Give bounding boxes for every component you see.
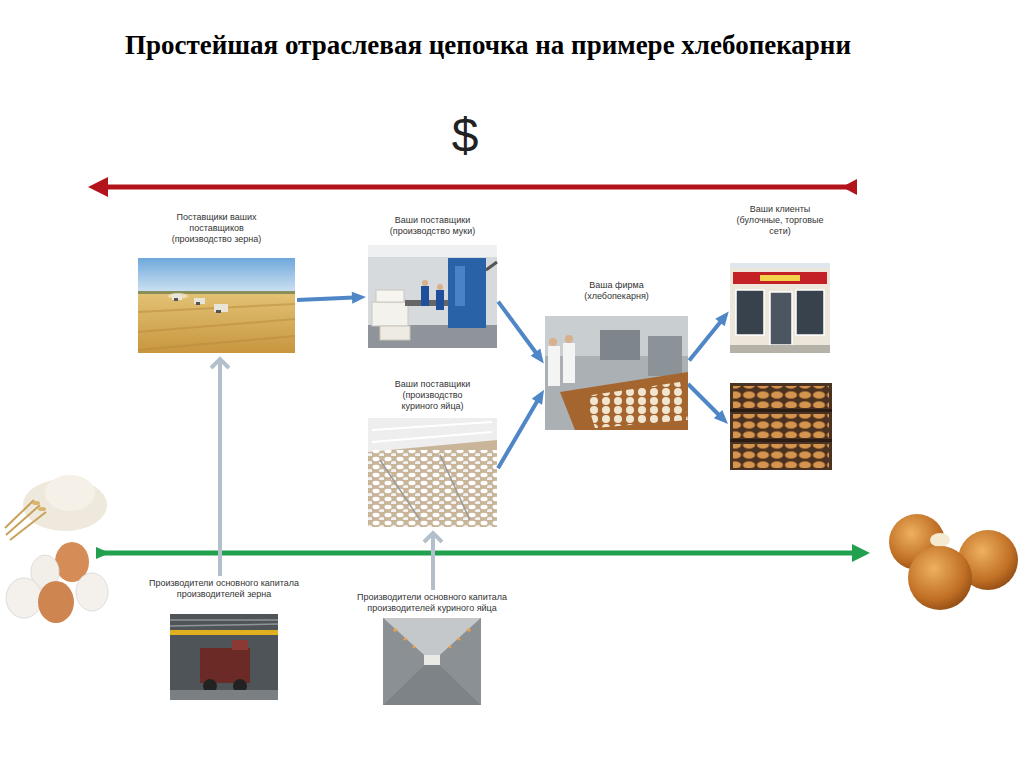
supply-arrow <box>498 390 544 469</box>
empty-barn-photo <box>383 618 481 705</box>
poultry-farm-photo <box>368 418 497 527</box>
arrow-head <box>531 349 544 364</box>
stage-heading: Производители основного капитала произво… <box>342 592 522 614</box>
arrow-line <box>498 302 536 354</box>
arrow-line <box>297 298 354 300</box>
stage-heading: Ваши поставщики (производство куриного я… <box>388 379 478 412</box>
photo-slot <box>545 316 688 430</box>
arrow-head <box>352 292 366 304</box>
photo-slot <box>170 614 278 700</box>
chain-stage: Производители основного капитала произво… <box>134 578 314 700</box>
arrow-line <box>218 361 222 576</box>
arrow-head <box>532 390 544 405</box>
arrow-line <box>689 321 721 361</box>
chain-stage: Ваши поставщики (производство муки) <box>368 215 497 348</box>
machinery-plant-photo <box>170 614 278 700</box>
arrow-head <box>424 533 442 542</box>
stage-heading: Поставщики ваших поставщиков (производст… <box>162 212 272 245</box>
stage-heading: Ваши поставщики (производство муки) <box>378 215 488 237</box>
photo-slot <box>383 618 481 705</box>
buns-picture <box>889 514 1018 610</box>
product-flow-arrow <box>96 544 870 562</box>
stage-heading: Производители основного капитала произво… <box>134 578 314 600</box>
supply-arrow <box>689 312 728 361</box>
bread-shelf-photo <box>730 383 832 470</box>
money-flow-arrow <box>88 177 857 197</box>
chain-stage: Поставщики ваших поставщиков (производст… <box>138 212 295 353</box>
flour-mill-photo <box>368 245 497 348</box>
bakery-shop-photo <box>730 263 830 353</box>
slide-title: Простейшая отраслевая цепочка на примере… <box>88 28 888 62</box>
arrow-line <box>431 535 435 590</box>
arrow-head <box>211 359 229 368</box>
chain-stage: Ваши поставщики (производство куриного я… <box>368 379 497 527</box>
supply-arrow <box>498 302 544 364</box>
stage-heading: Ваши клиенты (булочные, торговые сети) <box>730 204 830 237</box>
delivery-arrow <box>688 384 728 424</box>
photo-slot <box>730 263 830 353</box>
supply-arrow <box>297 292 366 304</box>
bakery-photo <box>545 316 688 430</box>
capital-arrow <box>424 533 442 590</box>
chain-stage: Производители основного капитала произво… <box>342 592 522 705</box>
photo-slot <box>138 258 295 353</box>
photo-slot <box>368 245 497 348</box>
wheat-field-photo <box>138 258 295 353</box>
photo-slot <box>368 418 497 527</box>
stage-heading: Ваша фирма (хлебопекарня) <box>572 280 662 302</box>
arrow-head <box>715 312 728 327</box>
chain-stage: Ваши клиенты (булочные, торговые сети) <box>730 204 830 353</box>
arrow-line <box>498 400 538 468</box>
currency-sign: $ <box>430 108 500 164</box>
flour-and-eggs-picture <box>5 475 108 623</box>
chain-stage: Ваша фирма (хлебопекарня) <box>545 280 688 430</box>
capital-arrow <box>211 359 229 576</box>
